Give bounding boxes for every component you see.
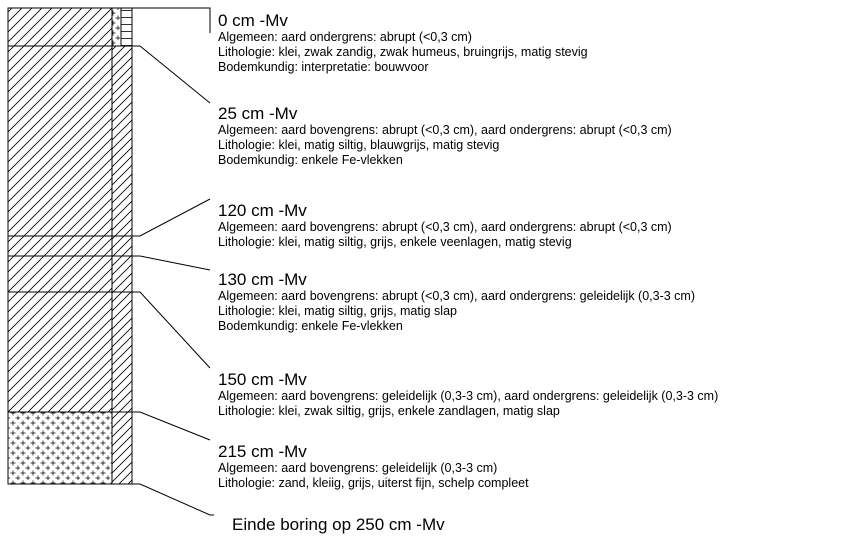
litho-layer-120-130 (7, 235, 113, 257)
layer-3-depth: 130 cm -Mv (218, 270, 307, 289)
layer-5-lithology: Lithologie: zand, kleiig, grijs, uiterst… (218, 476, 529, 490)
layer-3: 130 cm -Mv Algemeen: aard bovengrens: ab… (218, 270, 695, 334)
litho-layer-25-120 (7, 45, 113, 237)
leader-line-120 (132, 198, 211, 237)
layer-5: 215 cm -Mv Algemeen: aard bovengrens: ge… (218, 442, 529, 491)
litho-layer-130-150 (7, 255, 113, 293)
layer-5-depth: 215 cm -Mv (218, 442, 307, 461)
layer-3-lithology: Lithologie: klei, matig siltig, grijs, m… (218, 304, 457, 318)
layer-2-depth: 120 cm -Mv (218, 201, 307, 220)
layer-3-soil: Bodemkundig: enkele Fe-vlekken (218, 319, 403, 333)
layer-4-lithology: Lithologie: klei, zwak siltig, grijs, en… (218, 404, 560, 418)
leader-line-end (8, 483, 214, 516)
litho-layer-150-215 (7, 291, 113, 413)
layer-5-general: Algemeen: aard bovengrens: geleidelijk (… (218, 461, 498, 475)
layer-4-general: Algemeen: aard bovengrens: geleidelijk (… (218, 389, 719, 403)
layer-1-lithology: Lithologie: klei, matig siltig, blauwgri… (218, 138, 500, 152)
layer-4-depth: 150 cm -Mv (218, 370, 307, 389)
additive-layer-25-120 (111, 45, 133, 237)
litho-layer-0-25 (7, 7, 113, 47)
litho-layer-215-250 (7, 411, 113, 485)
additive-layer-0-25-sand (111, 7, 122, 47)
layer-2-lithology: Lithologie: klei, matig siltig, grijs, e… (218, 235, 572, 249)
layer-1: 25 cm -Mv Algemeen: aard bovengrens: abr… (218, 104, 672, 168)
layer-2: 120 cm -Mv Algemeen: aard bovengrens: ab… (218, 201, 672, 250)
layer-3-general: Algemeen: aard bovengrens: abrupt (<0,3 … (218, 289, 695, 303)
additive-layer-150-215 (111, 291, 133, 413)
layer-4: 150 cm -Mv Algemeen: aard bovengrens: ge… (218, 370, 718, 419)
layer-0-general: Algemeen: aard ondergrens: abrupt (<0,3 … (218, 30, 472, 44)
layer-0-soil: Bodemkundig: interpretatie: bouwvoor (218, 60, 429, 74)
additive-column (111, 7, 133, 485)
layer-1-soil: Bodemkundig: enkele Fe-vlekken (218, 153, 403, 167)
layer-2-general: Algemeen: aard bovengrens: abrupt (<0,3 … (218, 220, 672, 234)
end-of-boring-label: Einde boring op 250 cm -Mv (232, 515, 445, 534)
leader-lines (8, 7, 214, 516)
layer-0-lithology: Lithologie: klei, zwak zandig, zwak hume… (218, 45, 588, 59)
leader-line-215 (132, 411, 211, 441)
additive-layer-0-25-humus (120, 7, 133, 47)
leader-line-0 (132, 7, 211, 33)
layer-1-general: Algemeen: aard bovengrens: abrupt (<0,3 … (218, 123, 672, 137)
layer-0-depth: 0 cm -Mv (218, 11, 288, 30)
additive-layer-120-130 (111, 235, 133, 257)
lithology-column (7, 7, 113, 485)
leader-line-130 (132, 255, 211, 271)
layer-1-depth: 25 cm -Mv (218, 104, 298, 123)
leader-line-150 (132, 291, 211, 369)
leader-line-25 (132, 45, 211, 104)
additive-layer-130-150 (111, 255, 133, 293)
additive-layer-215-250 (111, 411, 133, 485)
layer-0: 0 cm -Mv Algemeen: aard ondergrens: abru… (218, 11, 588, 75)
